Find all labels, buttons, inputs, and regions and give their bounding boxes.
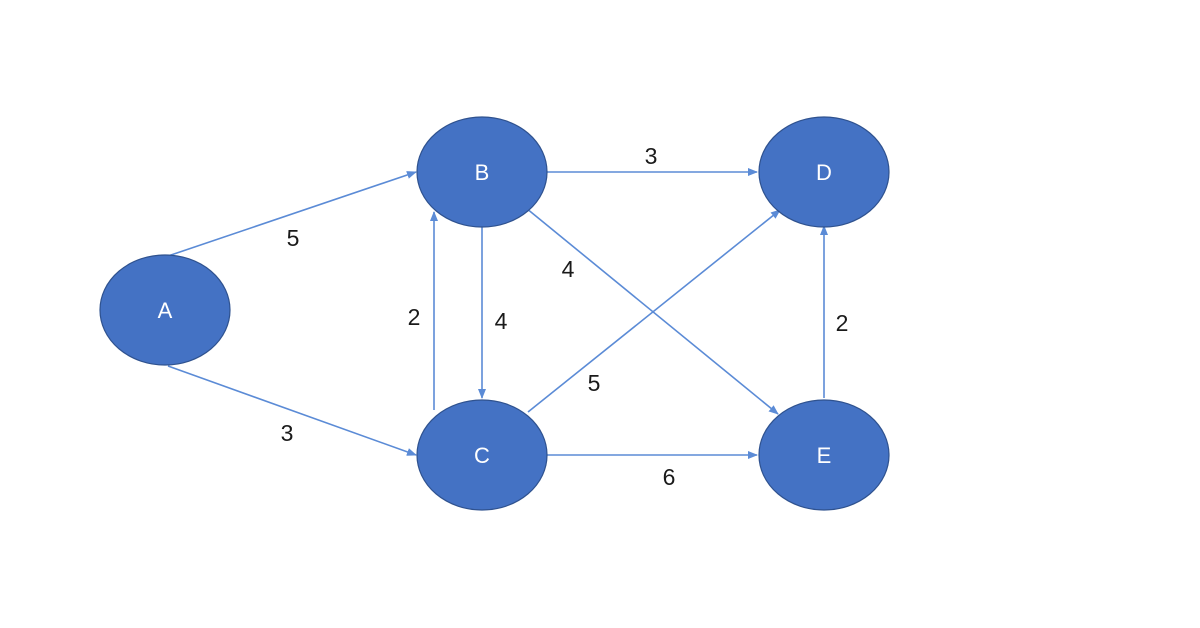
node-c-label: C [474,443,490,468]
weight-label-c-d: 5 [588,370,601,396]
node-a-label: A [158,298,173,323]
node-b-ellipse [416,116,548,228]
weight-label-c-e: 6 [663,464,676,490]
weight-label-c-b: 2 [408,304,421,330]
node-e-label: E [817,443,832,468]
weight-label-a-c: 3 [281,420,294,446]
node-d-label: D [816,160,832,185]
edge-a-c [167,365,417,456]
node-d: D [758,116,890,228]
weight-label-b-e: 4 [562,256,575,282]
edge-c-d [527,209,781,413]
node-c-ellipse [416,399,548,511]
weight-label-b-c: 4 [495,308,508,334]
node-b-label: B [475,160,490,185]
node-c: C [416,399,548,511]
edge-a-b [167,171,417,257]
node-a-ellipse [99,254,231,366]
node-a: A [99,254,231,366]
weight-label-b-d: 3 [645,143,658,169]
node-e-ellipse [758,399,890,511]
node-b: B [416,116,548,228]
weight-label-a-b: 5 [287,225,300,251]
node-d-ellipse [758,116,890,228]
node-e: E [758,399,890,511]
weight-label-e-d: 2 [836,310,849,336]
edge-b-e [525,207,779,415]
edges [167,168,828,459]
edge-weights: 5 3 3 4 2 4 5 6 2 [281,143,849,490]
nodes: A B C D E [99,116,890,511]
